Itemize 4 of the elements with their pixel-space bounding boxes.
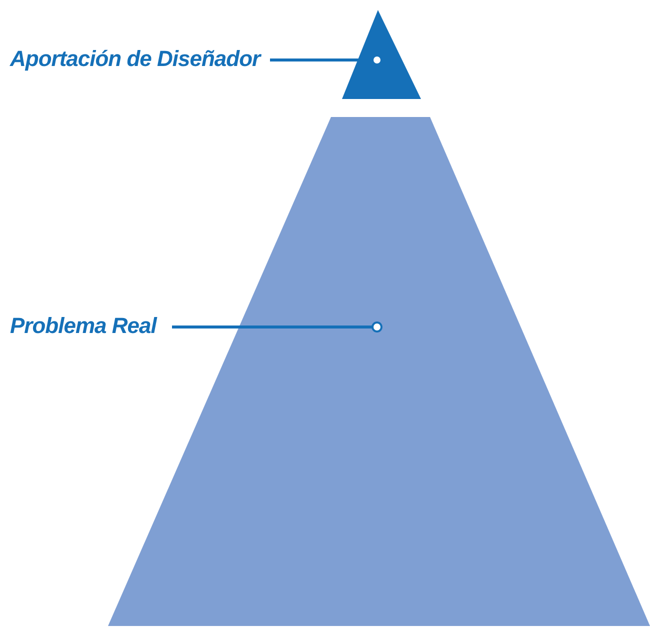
leader-line: [270, 54, 382, 66]
leader-line: [172, 322, 382, 332]
label-text: Problema Real: [10, 313, 156, 339]
label-text: Aportación de Diseñador: [10, 46, 260, 72]
